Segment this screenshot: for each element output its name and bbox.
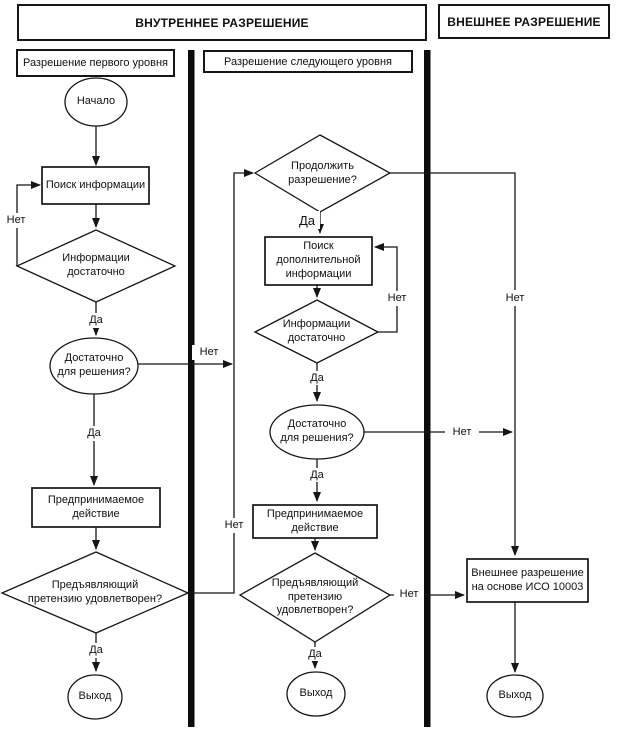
claimant-satisfied1-shape [0,551,190,634]
edge-no-satisfied1-to-continue [189,169,254,594]
info-sufficient-decision2-shape [253,299,380,364]
connector-lines [16,126,519,673]
label-no-decision1: Нет [192,345,226,360]
label-no-loop2: Нет [382,291,412,306]
external-resolution-shape [466,558,589,603]
label-yes-5: Да [303,468,331,482]
action-taken1-shape [31,487,161,528]
label-no-loop1: Нет [2,213,30,228]
flowchart-nodes [0,77,589,720]
label-yes-continue: Да [294,211,320,229]
exit1-terminator-shape [67,674,123,720]
continue-resolution-shape [253,134,392,213]
label-yes-4: Да [303,371,331,385]
label-no-feedback: Нет [217,518,251,533]
claimant-satisfied2-shape [238,552,392,643]
action-taken2-shape [252,504,378,539]
search-additional-info-shape [264,236,373,286]
label-no-decision2: Нет [445,424,479,440]
swimlane-divider-bars [188,50,431,727]
lane1-header: Разрешение первого уровня [16,49,175,77]
sufficient-for-decision2-shape [269,404,365,460]
label-no-satisfied2: Нет [394,587,424,602]
lane2-header: Разрешение следующего уровня [203,50,413,73]
label-no-external: Нет [497,290,533,306]
search-info-process-shape [41,166,150,205]
start-terminator-shape [64,77,128,127]
internal-resolution-header: ВНУТРЕННЕЕ РАЗРЕШЕНИЕ [17,4,427,41]
edge-no-loop-to-search2 [374,243,398,333]
label-yes-2: Да [80,426,108,441]
divider-bar-left [188,50,195,727]
info-sufficient-decision1-shape [15,229,177,303]
label-yes-1: Да [82,313,110,328]
edge-no-loop-to-search [16,181,41,266]
sufficient-for-decision1-shape [49,337,139,395]
divider-bar-right [424,50,431,727]
edge-no-continue-to-external [390,172,519,556]
label-yes-6: Да [301,647,329,661]
exit3-terminator-shape [486,674,544,718]
external-resolution-header: ВНЕШНЕЕ РАЗРЕШЕНИЕ [438,4,610,39]
exit2-terminator-shape [286,671,346,717]
label-yes-3: Да [82,643,110,658]
